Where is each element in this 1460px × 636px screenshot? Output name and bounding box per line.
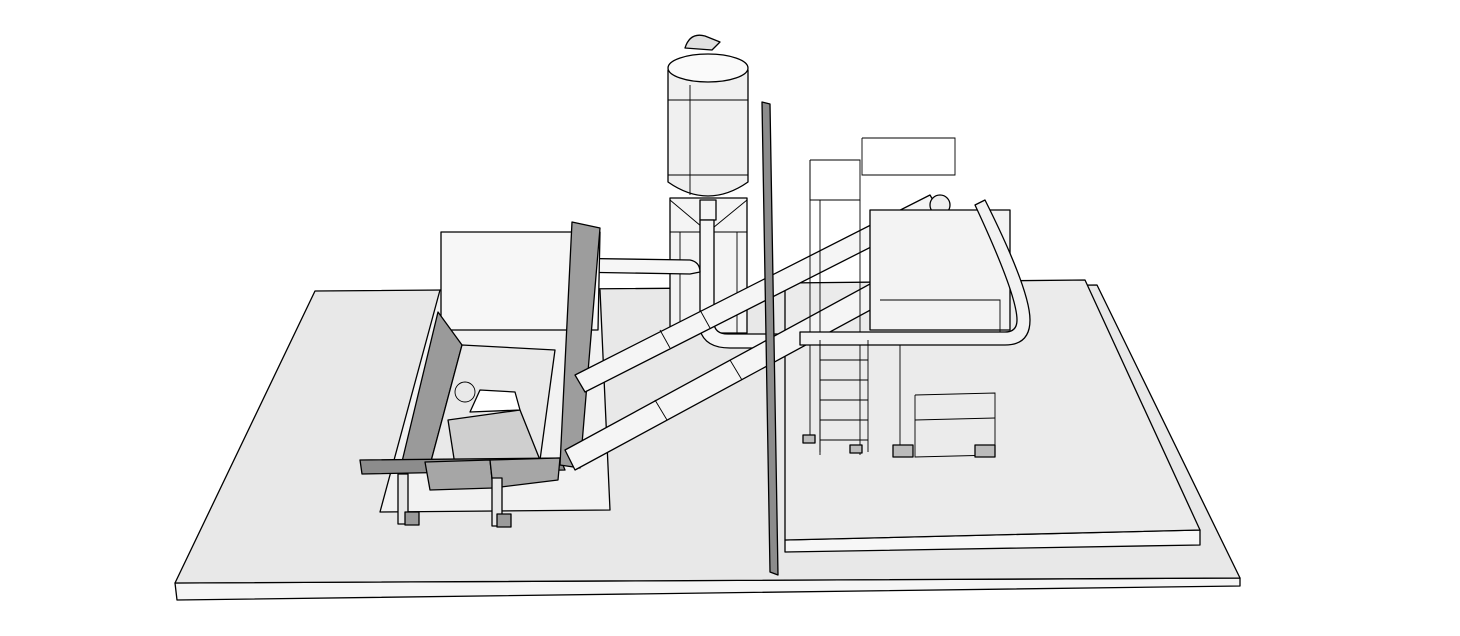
divider-wall-panel	[761, 101, 779, 576]
hopper-back-panel	[440, 231, 601, 331]
feed-hopper	[359, 311, 566, 528]
access-ladder	[819, 340, 869, 452]
screening-platform	[799, 137, 1031, 458]
silo	[667, 34, 749, 221]
